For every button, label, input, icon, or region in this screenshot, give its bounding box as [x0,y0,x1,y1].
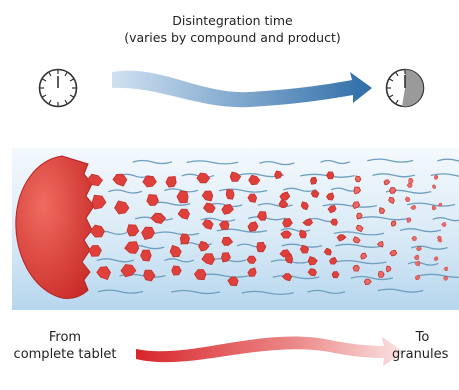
to-label-detail: granules [392,346,459,363]
to-label: To [400,329,445,346]
tablet-fragment [378,272,384,278]
tablet-fragment [147,195,159,206]
tablet-fragment [434,175,438,179]
from-label-detail: complete tablet [0,346,130,363]
tablet-fragment [311,191,319,198]
tablet-fragment [353,265,359,271]
progress-arrow-icon [136,337,404,366]
clock-start-icon [40,70,77,107]
tablet-fragment [310,177,316,184]
tablet-fragment [327,172,334,179]
tablet-fragment [180,234,189,244]
tablet-fragment [226,189,234,199]
diagram-subtitle: (varies by compound and product) [120,29,345,46]
tablet-fragment [355,176,361,182]
tablet-fragment [391,221,396,226]
tablet-fragment [141,250,152,261]
tablet-fragment [432,185,436,189]
tablet-fragment [439,203,443,206]
from-label: From [0,329,130,346]
clock-end-icon [387,70,424,107]
diagram-title: Disintegration time [120,12,345,29]
tablet-fragment [332,272,339,278]
time-arrow-icon [112,71,372,108]
